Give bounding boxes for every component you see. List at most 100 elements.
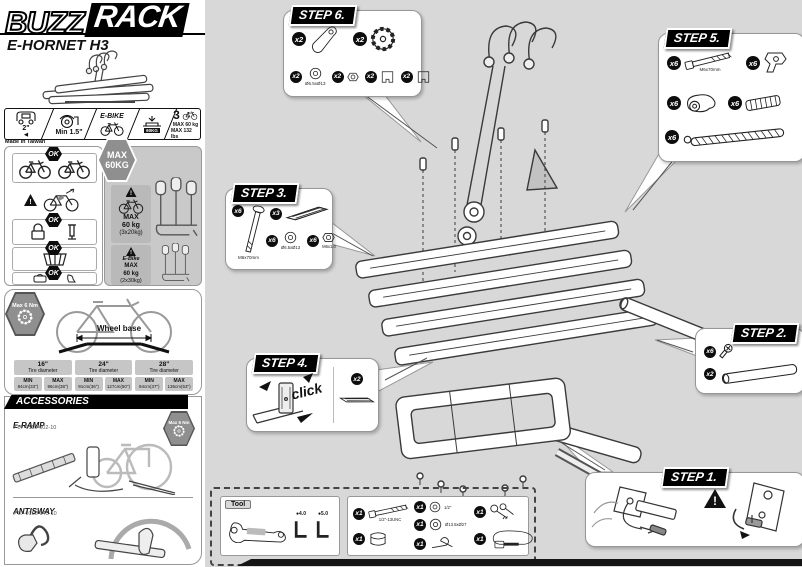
strap-buckle-part: x1 [474,527,535,551]
step5-label: STEP 5. [663,28,733,49]
antisway-name: ANTISWAY [13,507,55,516]
ebike-icon [99,120,125,136]
step2-screw-part: x6 [704,343,732,360]
step1-callout: STEP 1. ! [585,467,802,547]
ok-badge: OK [45,241,62,255]
step6-label: STEP 6. [288,5,358,26]
step5-longstrap-part: x6 [665,130,786,144]
security-strap-icon [489,527,535,551]
hexkey-5-part: ●5.0 [315,511,331,542]
spec-hitch: 2" ◀ [5,109,47,139]
wrench-icon [225,513,291,551]
spec-strip: 2" ◀ Min 1.5" E-BIKE [4,108,201,140]
bag-icon [33,274,47,283]
clearance-label: Min 1.5" [55,128,83,136]
ebike-capacity-card: ! E-Bike MAX 60 kg (2x30kg) [111,245,151,285]
step3-rail-part: x3 [270,205,329,222]
step3-label: STEP 3. [230,183,300,204]
washer-half-part: x1 1/2" [414,501,451,513]
wheelbase-panel: Max 6 Nm Wheel base 16"Tire diameter MIN… [4,289,202,395]
child-seat-icon [67,274,77,283]
ok-badge: OK [45,147,62,161]
basket-icon [42,253,67,266]
ramp-rail-icon [337,387,376,413]
tool-box: Tool ●4.0 ●5.0 x1 1/2"-13UNC x1 [210,487,536,566]
hitch-cap-icon [368,531,388,547]
arrow-left-icon: ◀ [24,131,28,138]
step4-click-illustration [252,373,313,424]
step3-washer-part: x6 Ø6.5xØ13 [266,231,300,250]
model-title: E-HORNET H3 [7,37,109,54]
brand-logo: BUZZ RACK [4,0,189,39]
pump-icon [68,224,76,240]
rail-insert-icon [285,205,329,222]
step2-callout: STEP 2. x6 x2 [695,323,802,394]
step2-tube-part: x2 [704,367,799,381]
hex-key-icon [315,518,331,542]
step4-ramp-part: x2 [339,373,375,408]
brand-divider [0,33,205,35]
wheelbase-illustration [56,298,172,354]
hex-key-icon [293,518,309,542]
antisway-illustration [18,518,192,560]
strap-icon [744,92,782,114]
step6-holder-part: x2 [364,70,395,84]
ebike-label: E-BIKE [100,112,124,120]
hitch-cap-part: x1 [353,531,388,547]
long-strap-icon [682,125,787,150]
bike-icon [57,157,91,179]
made-in-label: Made in Taiwan [5,139,46,145]
warning-triangle-icon: ! [24,194,37,206]
step3-nut-part: x6 M6x1.0 [307,232,336,249]
step6-knob-part: x2 [353,26,396,52]
spec-capacity: 3 MAX 60 kg MAX 132 lbs [171,108,200,140]
exploded-view-diagram [329,21,743,498]
eramp-name: E-RAMP [13,421,45,430]
torque-badge: Max 6 Nm [5,292,45,336]
lock-icon [31,223,45,240]
washer-icon [284,231,297,244]
step5-strap-part: x6 [728,95,781,111]
spec-ebike: E-BIKE [91,109,133,139]
spec-load: 60KG [134,109,170,139]
step5-callout: STEP 5. x6 M6x70mm x6 x6 x6 [658,28,802,162]
step6-nut-part: x2 [331,70,359,83]
fender-wheel-icon [59,114,79,128]
keys-part: x1 [474,503,517,521]
holder-block-icon [416,70,431,84]
lever-knob-icon [309,25,339,53]
washer-icon [309,67,322,80]
step5-cam-part: x6 [667,92,718,114]
page-bottom-bar [237,559,802,566]
hitch-hardware-panel: x1 1/2"-13UNC x1 x1 1/2" x1 Ø13.5xØ27 [347,496,529,556]
max-lbs-label: MAX 132 lbs [171,128,192,140]
load-label: 60KG [144,128,160,133]
step1-lever-illustration [732,482,785,539]
bike-icon [118,197,144,214]
knob-icon [370,26,396,52]
antisway-part-number: # 07-0100-043-10 [13,511,57,517]
tool-label: Tool [225,500,252,509]
washer-icon [427,516,444,533]
ok-badge: OK [45,266,62,280]
bike-count: 3 [173,108,180,122]
tool-panel: Tool ●4.0 ●5.0 [220,496,340,556]
step4-callout: STEP 4. click x2 [246,353,379,432]
accessories-section: ACCESSORIES E-RAMP # 07-0116-002-10 Max … [4,395,202,565]
washer-icon [429,501,441,513]
capacity-panel: MAX 60KG ! MAX 60 kg (3x20kg) ! E-Bike M… [97,138,202,286]
bolt-icon [241,204,266,256]
std-capacity-card: ! MAX 60 kg (3x20kg) [111,185,151,243]
wheelbase-label: Wheel base [97,324,142,333]
keys-icon [489,503,517,521]
warning-triangle-icon: ! [125,187,137,197]
hitch-bolt-part: x1 1/2"-13UNC [353,505,412,522]
step6-callout: STEP 6. x2 x2 x2 Ø6.5xØ13 x2 [283,5,422,97]
max-kg-label: MAX 60 kg [172,122,199,128]
spec-clearance: Min 1.5" [48,109,90,139]
bikes-icon [182,110,198,120]
car-icon [16,110,36,125]
